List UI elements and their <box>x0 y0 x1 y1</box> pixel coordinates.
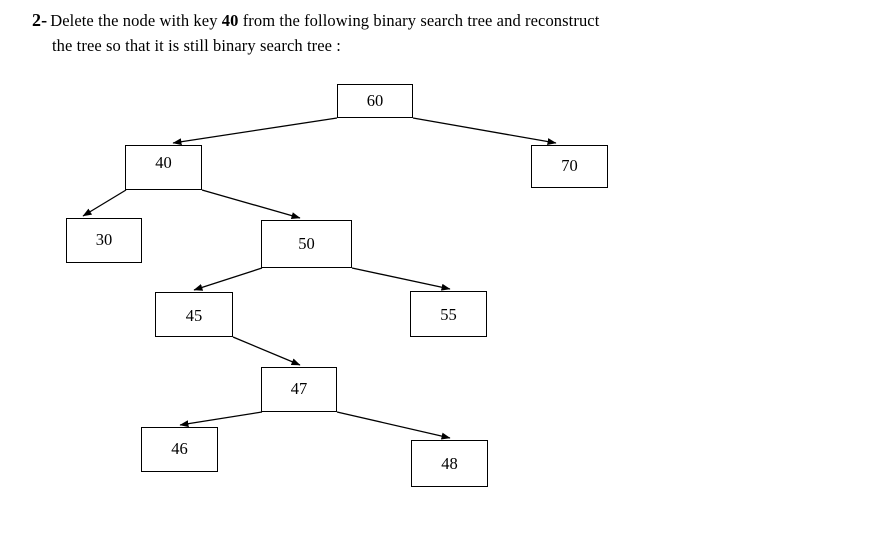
tree-node-label: 45 <box>185 306 203 326</box>
question-text-block: 2-Delete the node with key 40 from the f… <box>32 8 792 58</box>
tree-edge-47-to-48 <box>336 411 451 440</box>
question-key-value: 40 <box>221 11 239 30</box>
tree-edge-50-to-55 <box>351 267 451 291</box>
tree-node-45: 45 <box>155 292 233 337</box>
tree-edge-60-to-70 <box>412 117 557 145</box>
tree-node-70: 70 <box>531 145 608 188</box>
tree-node-label: 70 <box>561 156 578 176</box>
tree-node-60: 60 <box>337 84 413 118</box>
tree-node-46: 46 <box>141 427 218 472</box>
tree-node-label: 55 <box>440 304 457 324</box>
question-line-2: the tree so that it is still binary sear… <box>52 36 341 55</box>
question-text-after-key: from the following binary search tree an… <box>238 11 600 30</box>
tree-node-50: 50 <box>261 220 352 268</box>
tree-node-label: 60 <box>366 90 384 110</box>
tree-node-label: 46 <box>171 439 188 459</box>
tree-node-30: 30 <box>66 218 142 263</box>
tree-edge-47-to-46 <box>179 411 263 428</box>
tree-node-label: 47 <box>290 379 308 399</box>
tree-node-label: 40 <box>155 153 172 173</box>
tree-node-55: 55 <box>410 291 487 337</box>
tree-edge-45-to-47 <box>232 336 301 366</box>
tree-node-48: 48 <box>411 440 488 487</box>
question-text-before-key: Delete the node with key <box>50 11 222 30</box>
tree-edge-60-to-40 <box>172 117 338 146</box>
tree-node-label: 48 <box>441 454 458 474</box>
tree-edge-40-to-50 <box>201 189 301 220</box>
tree-node-label: 50 <box>298 233 315 253</box>
question-line-1: 2-Delete the node with key 40 from the f… <box>32 8 792 33</box>
tree-edge-40-to-30 <box>82 189 127 217</box>
tree-node-40: 40 <box>125 145 202 190</box>
question-number: 2- <box>32 10 48 30</box>
tree-edge-50-to-45 <box>193 267 263 291</box>
tree-node-47: 47 <box>261 367 337 412</box>
tree-node-label: 30 <box>95 230 113 250</box>
